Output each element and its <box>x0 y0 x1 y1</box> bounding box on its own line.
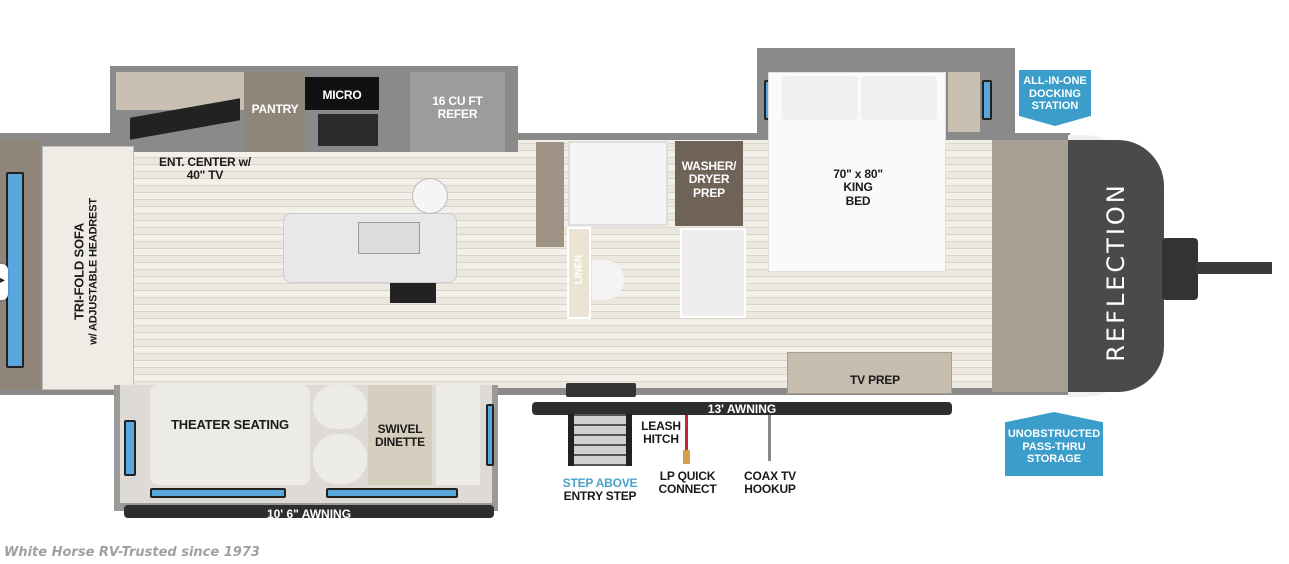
pantry-label: PANTRY <box>251 102 299 116</box>
main-awning: 13' AWNING <box>532 402 952 416</box>
sink <box>358 222 420 254</box>
coax-line <box>768 415 771 461</box>
washer-dryer <box>675 141 743 226</box>
a-frame-tongue <box>1196 262 1272 274</box>
linen-closet <box>567 227 591 319</box>
entry-step <box>568 414 632 466</box>
linen-label: LINEN <box>573 255 585 285</box>
lp-label: LP QUICK CONNECT <box>658 469 717 497</box>
swivel-chair-2 <box>313 434 367 484</box>
bath-cabinet <box>536 142 564 247</box>
toilet <box>592 260 624 300</box>
bed-label: 70" x 80" KING BED <box>833 167 883 208</box>
rear-window <box>6 172 24 368</box>
docking-station-callout: ALL-IN-ONE DOCKING STATION <box>1019 70 1091 126</box>
bedroom-window-right <box>982 80 992 120</box>
tv-prep-cabinet <box>787 352 952 394</box>
carousel-prev-button[interactable]: ▸ <box>0 264 8 300</box>
sofa-label: TRI-FOLD SOFA w/ ADJUSTABLE HEADREST <box>71 198 100 345</box>
vanity <box>680 228 746 318</box>
pantry-cabinet <box>245 72 305 152</box>
burners <box>390 283 436 303</box>
theater-label: THEATER SEATING <box>171 417 289 432</box>
door-mat <box>566 383 636 397</box>
leash-hitch-label: LEASH HITCH <box>641 419 681 447</box>
dinette-table <box>368 385 432 485</box>
stool <box>412 178 448 214</box>
tv-prep-label: TV PREP <box>850 373 900 387</box>
washer-label: WASHER/ DRYER PREP <box>681 159 737 200</box>
shower <box>568 141 668 226</box>
microwave <box>305 77 379 110</box>
slide-window-right <box>486 404 494 466</box>
slide-window-bottom-right <box>326 488 458 498</box>
storage-callout: UNOBSTRUCTED PASS-THRU STORAGE <box>1005 412 1103 476</box>
nightstand <box>948 72 980 132</box>
rear-awning: 10' 6" AWNING <box>124 505 494 521</box>
front-cap <box>1068 140 1164 392</box>
hitch-coupler <box>1162 238 1198 300</box>
reflection-logo: REFLECTION <box>1102 182 1130 362</box>
theater-seating <box>150 385 310 485</box>
slide-window-left <box>124 420 136 476</box>
leash-hitch-line <box>685 415 688 451</box>
dinette-bench <box>436 385 480 485</box>
micro-label: MICRO <box>322 88 362 102</box>
chevron-left-icon: ▸ <box>0 275 6 286</box>
slide-window-bottom-left <box>150 488 286 498</box>
tri-fold-sofa <box>42 146 134 390</box>
coax-label: COAX TV HOOKUP <box>744 469 796 497</box>
front-wardrobe <box>992 140 1070 392</box>
ent-center-label: ENT. CENTER w/ 40" TV <box>159 155 251 183</box>
pillow-right <box>861 76 937 120</box>
pillow-left <box>782 76 858 120</box>
step-label: STEP ABOVE ENTRY STEP <box>562 476 638 504</box>
dinette-label: SWIVEL DINETTE <box>375 422 425 450</box>
watermark: White Horse RV-Trusted since 1973 <box>4 545 260 560</box>
swivel-chair-1 <box>313 385 367 429</box>
lp-connector <box>683 450 690 464</box>
refrigerator <box>410 72 505 152</box>
cooktop <box>318 114 378 146</box>
refer-label: 16 CU FT REFER <box>432 94 483 122</box>
